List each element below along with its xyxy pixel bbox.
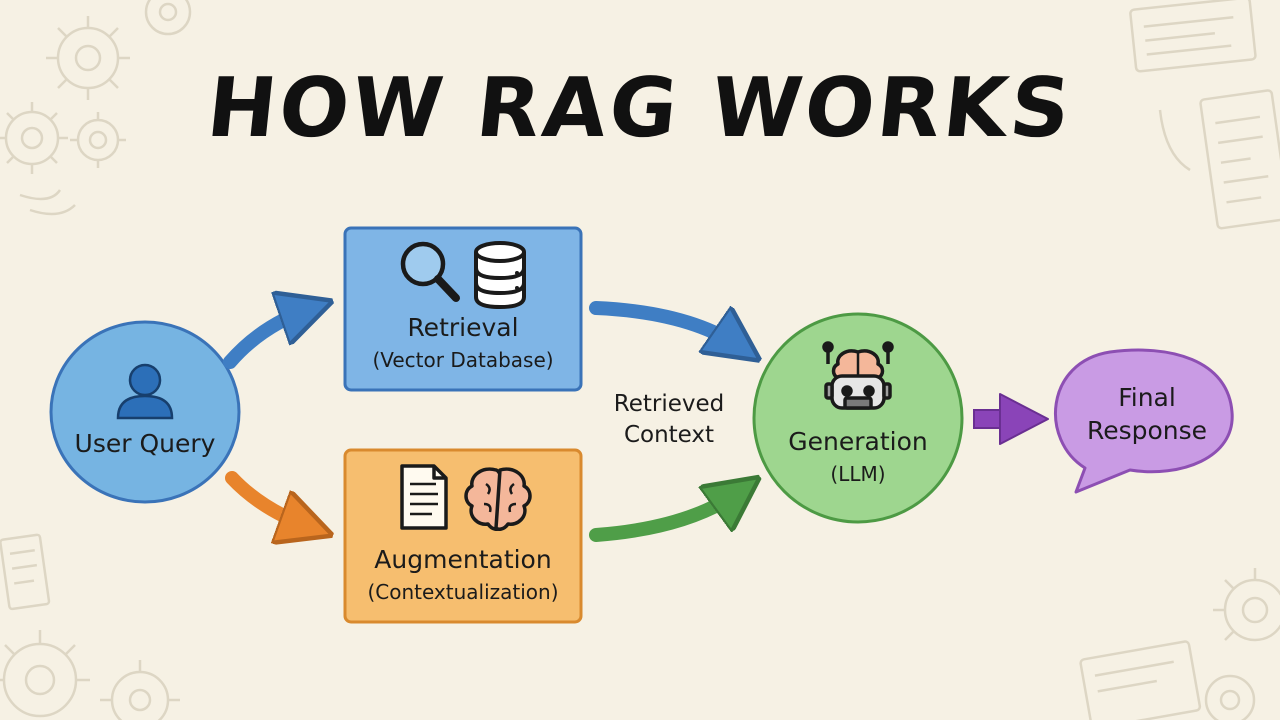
generation-circle <box>752 312 964 524</box>
gear-icon <box>0 102 68 174</box>
context-label: Context <box>623 422 715 448</box>
gear-icon <box>1213 568 1280 642</box>
user-icon <box>116 363 174 420</box>
augmentation-sublabel: (Contextualization) <box>367 580 559 604</box>
arrow-retrieval-to-generation <box>589 301 742 348</box>
arrow-query-to-retrieval <box>223 308 312 369</box>
document-icon <box>400 464 448 530</box>
retrieved-label: Retrieved <box>613 391 725 417</box>
gear-icon <box>46 16 130 100</box>
gear-icon <box>100 660 180 720</box>
gear-icon <box>1204 674 1256 720</box>
generation-sublabel: (LLM) <box>830 462 886 486</box>
magnifier-icon <box>400 241 460 302</box>
document-icon <box>1079 640 1202 720</box>
retrieval-sublabel: (Vector Database) <box>372 348 554 372</box>
arrow-generation-to-response <box>973 393 1049 445</box>
final-response-label-line2: Response <box>1086 416 1208 445</box>
retrieval-label: Retrieval <box>407 313 519 342</box>
arrow-query-to-augmentation <box>225 471 312 528</box>
document-icon <box>1199 89 1280 230</box>
gear-icon <box>144 0 192 36</box>
final-response-bubble <box>1054 348 1234 494</box>
generation-label: Generation <box>788 427 928 456</box>
brain-icon <box>464 467 532 531</box>
document-icon <box>0 533 51 611</box>
augmentation-label: Augmentation <box>374 545 552 574</box>
user-query-label: User Query <box>74 429 216 458</box>
arrow-augmentation-to-generation <box>589 490 742 542</box>
document-icon <box>1129 0 1257 73</box>
robot-brain-icon <box>822 341 894 410</box>
final-response-label-line1: Final <box>1118 383 1176 412</box>
page-title: HOW RAG WORKS <box>202 61 1078 156</box>
gear-icon <box>0 630 90 718</box>
database-icon <box>474 241 526 310</box>
gear-icon <box>70 112 126 168</box>
